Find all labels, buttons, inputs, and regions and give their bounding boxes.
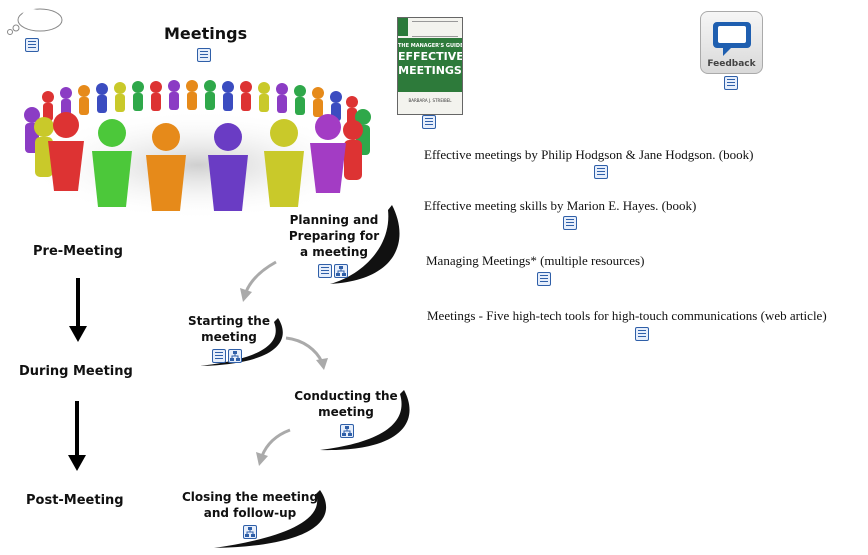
note-icon[interactable] <box>25 38 39 52</box>
book-title-line3: MEETINGS <box>398 64 462 77</box>
note-icon[interactable] <box>318 264 332 278</box>
speech-bubble-icon <box>713 22 751 56</box>
thought-cloud-icon <box>7 8 63 35</box>
phase-post-meeting: Post-Meeting <box>26 493 124 508</box>
resource-item[interactable]: Managing Meetings* (multiple resources) <box>426 253 645 268</box>
note-icon[interactable] <box>635 327 649 341</box>
resource-item[interactable]: Effective meeting skills by Marion E. Ha… <box>424 198 697 213</box>
feedback-label: Feedback <box>707 59 756 69</box>
note-icon[interactable] <box>594 165 608 179</box>
people-circle-illustration <box>23 80 373 220</box>
linked-map-icon[interactable] <box>334 264 348 278</box>
step-closing-followup[interactable]: Closing the meeting and follow-up <box>181 490 319 520</box>
book-cover-band <box>398 38 462 92</box>
book-cover[interactable]: THE MANAGER'S GUIDE TO EFFECTIVE MEETING… <box>397 17 463 115</box>
resource-item[interactable]: Meetings - Five high-tech tools for high… <box>427 308 827 323</box>
book-title-line1: THE MANAGER'S GUIDE TO <box>398 43 463 49</box>
step-starting-meeting[interactable]: Starting the meeting <box>188 314 270 344</box>
phase-during-meeting: During Meeting <box>19 364 133 379</box>
book-cover-lines <box>412 21 458 37</box>
note-icon[interactable] <box>212 349 226 363</box>
note-icon[interactable] <box>422 115 436 129</box>
note-icon[interactable] <box>724 76 738 90</box>
book-title-line2: EFFECTIVE <box>398 50 463 63</box>
resource-item[interactable]: Effective meetings by Philip Hodgson & J… <box>424 147 754 162</box>
page-title: Meetings <box>164 24 248 43</box>
phase-arrow-down <box>69 278 87 342</box>
feedback-button[interactable]: Feedback <box>700 11 763 74</box>
note-icon[interactable] <box>563 216 577 230</box>
linked-map-icon[interactable] <box>243 525 257 539</box>
book-cover-accent <box>398 18 408 36</box>
linked-map-icon[interactable] <box>340 424 354 438</box>
step-planning-preparing[interactable]: Planning and Preparing for a meeting <box>288 213 380 259</box>
note-icon[interactable] <box>197 48 211 62</box>
linked-map-icon[interactable] <box>228 349 242 363</box>
step-conducting-meeting[interactable]: Conducting the meeting <box>294 389 398 419</box>
book-author: BARBARA J. STREIBEL <box>408 98 452 103</box>
note-icon[interactable] <box>537 272 551 286</box>
phase-arrow-down <box>68 401 86 471</box>
phase-pre-meeting: Pre-Meeting <box>33 244 123 259</box>
